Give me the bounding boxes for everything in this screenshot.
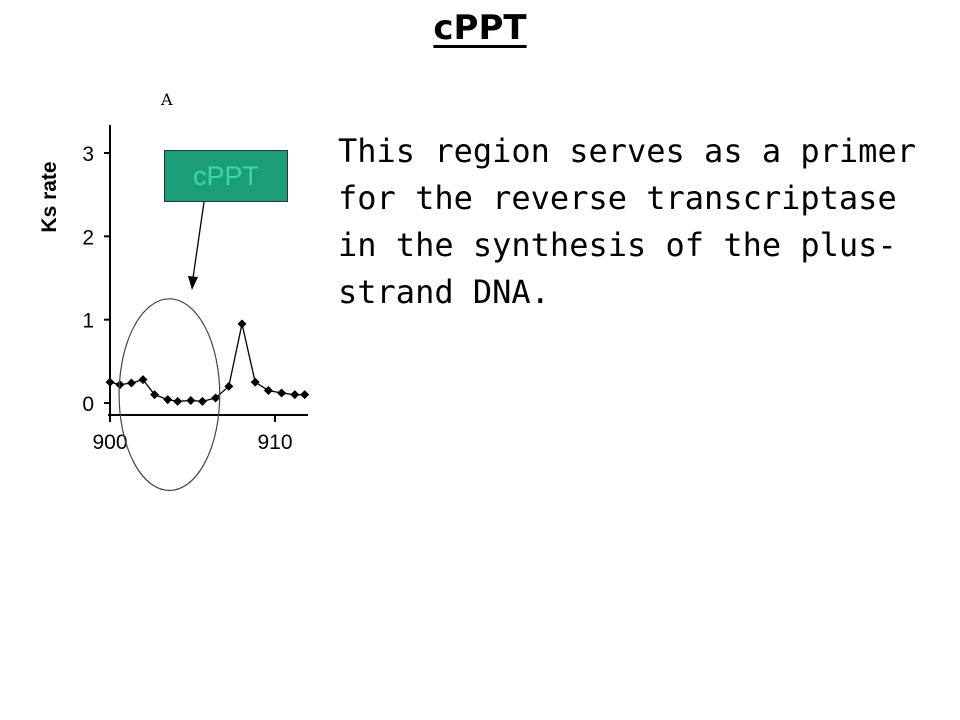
- data-point: [173, 396, 183, 406]
- slide-title-text: cPPT: [433, 8, 527, 48]
- data-point: [224, 381, 234, 391]
- cppt-region-ellipse: [118, 298, 221, 492]
- data-point: [277, 388, 287, 398]
- x-tick-label: 900: [92, 431, 127, 454]
- cppt-callout-box: cPPT: [164, 150, 288, 202]
- data-point: [186, 396, 196, 405]
- y-tick-label: 0: [82, 393, 94, 416]
- y-tick-label: 2: [82, 226, 94, 249]
- slide-title: cPPT: [0, 8, 960, 48]
- panel-letter: A: [161, 90, 173, 109]
- data-point: [197, 396, 207, 406]
- y-tick-label: 3: [82, 143, 94, 166]
- data-point: [263, 386, 273, 395]
- slide-body-text: This region serves as a primer for the r…: [338, 132, 916, 311]
- y-tick-label: 1: [82, 310, 94, 333]
- data-point: [250, 377, 260, 387]
- callout-arrow-head: [188, 276, 198, 290]
- ks-rate-line: [109, 323, 305, 402]
- y-axis-label: Ks rate: [38, 161, 61, 232]
- x-tick-label: 910: [257, 431, 292, 454]
- data-point: [105, 377, 115, 387]
- data-point: [290, 390, 300, 400]
- data-point: [150, 390, 160, 400]
- data-point: [126, 378, 136, 388]
- data-point: [163, 395, 173, 405]
- data-point: [300, 390, 310, 400]
- data-point: [138, 375, 148, 385]
- cppt-callout-label: cPPT: [192, 160, 259, 191]
- data-point: [211, 393, 221, 403]
- data-point: [237, 319, 247, 329]
- callout-arrow-line: [192, 201, 205, 279]
